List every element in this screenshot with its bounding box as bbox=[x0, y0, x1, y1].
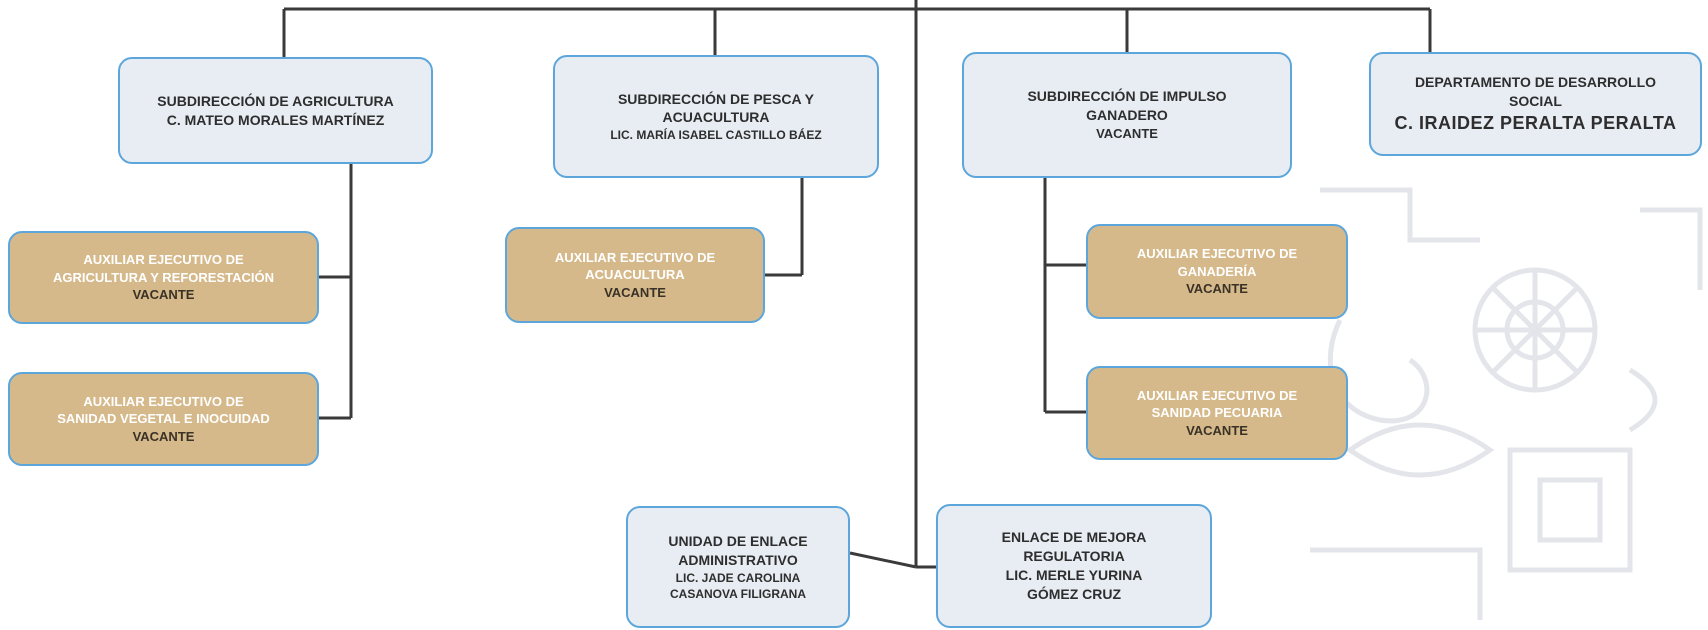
box-title: AUXILIAR EJECUTIVO DE bbox=[83, 393, 244, 409]
box-unidad-enlace-administrativo: UNIDAD DE ENLACE ADMINISTRATIVO LIC. JAD… bbox=[626, 506, 850, 628]
box-holder: VACANTE bbox=[132, 428, 195, 444]
box-aux-acuacultura: AUXILIAR EJECUTIVO DE ACUACULTURA VACANT… bbox=[505, 227, 765, 323]
box-title: AUXILIAR EJECUTIVO DE bbox=[554, 249, 716, 265]
box-holder: LIC. MERLE YURINA bbox=[1005, 567, 1143, 583]
box-holder: VACANTE bbox=[604, 284, 666, 300]
box-title: ACUACULTURA bbox=[662, 109, 770, 126]
box-aux-agricultura-reforestacion: AUXILIAR EJECUTIVO DE AGRICULTURA Y REFO… bbox=[8, 231, 319, 324]
box-title: SUBDIRECCIÓN DE IMPULSO bbox=[1027, 88, 1227, 105]
box-subdireccion-agricultura: SUBDIRECCIÓN DE AGRICULTURA C. MATEO MOR… bbox=[118, 57, 433, 164]
box-holder: CASANOVA FILIGRANA bbox=[670, 586, 806, 601]
box-title: SUBDIRECCIÓN DE PESCA Y bbox=[617, 90, 815, 107]
box-title: AGRICULTURA Y REFORESTACIÓN bbox=[52, 269, 274, 285]
box-title: AUXILIAR EJECUTIVO DE bbox=[83, 252, 244, 268]
box-holder: LIC. MARÍA ISABEL CASTILLO BÁEZ bbox=[610, 128, 822, 143]
box-holder: GÓMEZ CRUZ bbox=[1026, 585, 1122, 602]
box-aux-sanidad-vegetal: AUXILIAR EJECUTIVO DE SANIDAD VEGETAL E … bbox=[8, 372, 319, 466]
box-subdireccion-pesca: SUBDIRECCIÓN DE PESCA Y ACUACULTURA LIC.… bbox=[553, 55, 879, 178]
box-title: ACUACULTURA bbox=[585, 267, 685, 283]
box-title: SOCIAL bbox=[1509, 92, 1562, 109]
box-enlace-mejora-regulatoria: ENLACE DE MEJORA REGULATORIA LIC. MERLE … bbox=[936, 504, 1212, 628]
box-title: GANADERÍA bbox=[1177, 263, 1257, 279]
box-title: GANADERO bbox=[1086, 107, 1168, 124]
box-holder: C. IRAIDEZ PERALTA PERALTA bbox=[1394, 112, 1677, 133]
seal-watermark bbox=[1310, 187, 1703, 620]
box-aux-sanidad-pecuaria: AUXILIAR EJECUTIVO DE SANIDAD PECUARIA V… bbox=[1086, 366, 1348, 460]
box-title: AUXILIAR EJECUTIVO DE bbox=[1136, 387, 1298, 403]
box-title: SANIDAD VEGETAL E INOCUIDAD bbox=[57, 411, 270, 427]
box-aux-ganaderia: AUXILIAR EJECUTIVO DE GANADERÍA VACANTE bbox=[1086, 224, 1348, 319]
box-subdireccion-ganadero: SUBDIRECCIÓN DE IMPULSO GANADERO VACANTE bbox=[962, 52, 1292, 178]
trunk-to-enlace-admin bbox=[849, 551, 917, 569]
box-title: AUXILIAR EJECUTIVO DE bbox=[1136, 246, 1298, 262]
box-title: SANIDAD PECUARIA bbox=[1151, 405, 1283, 421]
box-holder: C. MATEO MORALES MARTÍNEZ bbox=[166, 111, 385, 128]
box-title: SUBDIRECCIÓN DE AGRICULTURA bbox=[157, 92, 394, 109]
box-title: REGULATORIA bbox=[1023, 548, 1125, 565]
box-title: DEPARTAMENTO DE DESARROLLO bbox=[1414, 73, 1657, 90]
box-holder: LIC. JADE CAROLINA bbox=[675, 570, 801, 585]
box-title: ADMINISTRATIVO bbox=[678, 551, 798, 568]
box-holder: VACANTE bbox=[132, 287, 195, 303]
box-holder: VACANTE bbox=[1186, 281, 1248, 297]
box-holder: VACANTE bbox=[1186, 422, 1248, 438]
box-holder: VACANTE bbox=[1096, 126, 1158, 142]
box-title: ENLACE DE MEJORA bbox=[1001, 529, 1147, 546]
box-departamento-desarrollo-social: DEPARTAMENTO DE DESARROLLO SOCIAL C. IRA… bbox=[1369, 52, 1702, 156]
box-title: UNIDAD DE ENLACE bbox=[668, 532, 808, 549]
